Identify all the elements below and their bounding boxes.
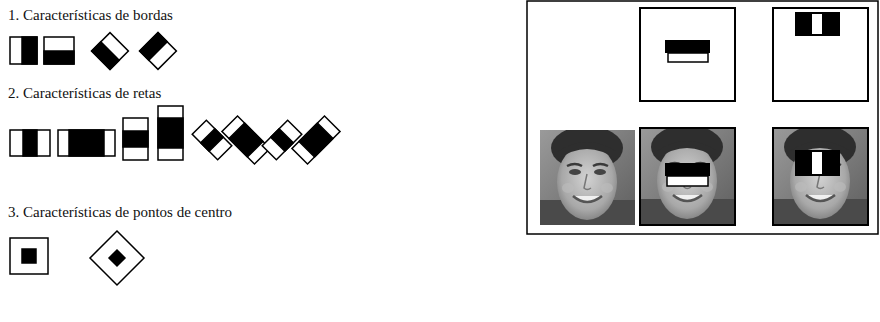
- face-example-panel: [527, 1, 878, 234]
- section-heading: 1. Características de bordas: [8, 6, 173, 24]
- section-heading: 3. Características de pontos de centro: [8, 203, 232, 221]
- face-photo: [540, 126, 635, 225]
- face-photo: [773, 125, 868, 224]
- face-photo: [640, 125, 735, 224]
- line-features: [10, 106, 340, 164]
- center-features: [10, 231, 144, 285]
- edge-features: [10, 33, 176, 70]
- section-heading: 2. Características de retas: [8, 84, 161, 102]
